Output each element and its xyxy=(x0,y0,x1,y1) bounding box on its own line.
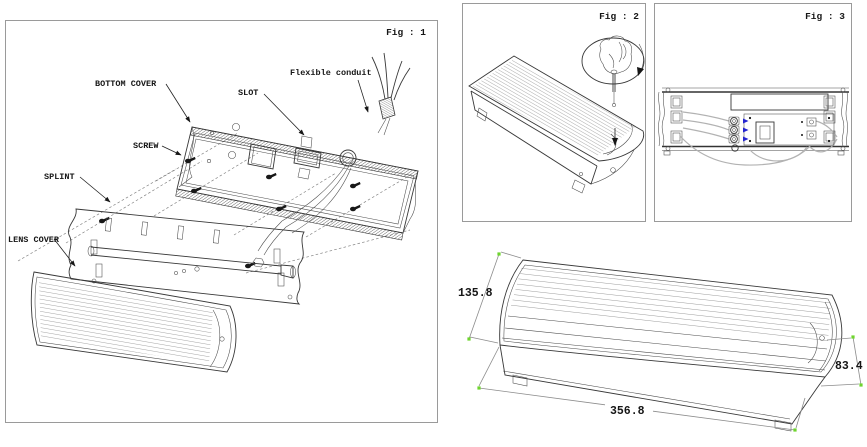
bottom-cover-drawing xyxy=(175,123,419,256)
assembly-guide-lines xyxy=(17,132,413,274)
fig1-callouts: BOTTOM COVER SLOT Flexible conduit SCREW… xyxy=(8,68,372,267)
fig1-exploded-view: Fig : 1 xyxy=(8,27,426,373)
dimension-depth: 83.4 xyxy=(820,335,863,387)
pcb xyxy=(743,113,835,146)
insertion-arrow xyxy=(612,128,618,146)
terminal-block xyxy=(728,116,749,152)
dimensioned-unit-drawing: 135.8 356.8 83.4 xyxy=(458,251,863,432)
battery xyxy=(730,93,829,111)
terminal-mark xyxy=(743,127,749,133)
fig3-internal-view: Fig : 3 xyxy=(658,11,849,166)
fig2-panel: Fig : 2 xyxy=(462,3,646,222)
fig1-title: Fig : 1 xyxy=(386,27,426,38)
screw xyxy=(350,181,361,189)
flexible-conduit-drawing xyxy=(371,52,411,136)
slot-feature xyxy=(293,135,322,180)
dim-height-text: 135.8 xyxy=(458,287,493,300)
hand-screwdriver-icon xyxy=(581,35,645,107)
dim-depth-text: 83.4 xyxy=(835,360,863,373)
internal-view-drawing xyxy=(658,87,849,166)
fig1-panel: Fig : 1 xyxy=(5,20,438,423)
wires xyxy=(679,111,838,166)
lens-cover-drawing xyxy=(30,271,237,373)
assembled-unit-drawing xyxy=(468,55,645,194)
dim-length-text: 356.8 xyxy=(610,405,645,418)
dimension-height: 135.8 xyxy=(458,251,522,344)
screw xyxy=(350,204,361,212)
label-flexible-conduit: Flexible conduit xyxy=(290,68,372,78)
fig2-title: Fig : 2 xyxy=(599,11,639,22)
terminal-mark xyxy=(743,136,749,142)
dimension-length: 356.8 xyxy=(477,346,806,432)
label-lens-cover: LENS COVER xyxy=(8,235,60,245)
fig3-panel: Fig : 3 xyxy=(654,3,852,222)
terminal-mark xyxy=(743,118,749,124)
screw xyxy=(266,172,277,180)
label-screw: SCREW xyxy=(133,141,159,151)
fig3-title: Fig : 3 xyxy=(805,11,845,22)
label-splint: SPLINT xyxy=(44,172,75,182)
dimension-drawing-area: 135.8 356.8 83.4 xyxy=(455,228,867,447)
splint-drawing xyxy=(68,208,305,305)
label-slot: SLOT xyxy=(238,88,258,98)
label-bottom-cover: BOTTOM COVER xyxy=(95,79,157,89)
unit-outline xyxy=(499,259,843,432)
fig2-assembled-view: Fig : 2 xyxy=(468,11,645,194)
